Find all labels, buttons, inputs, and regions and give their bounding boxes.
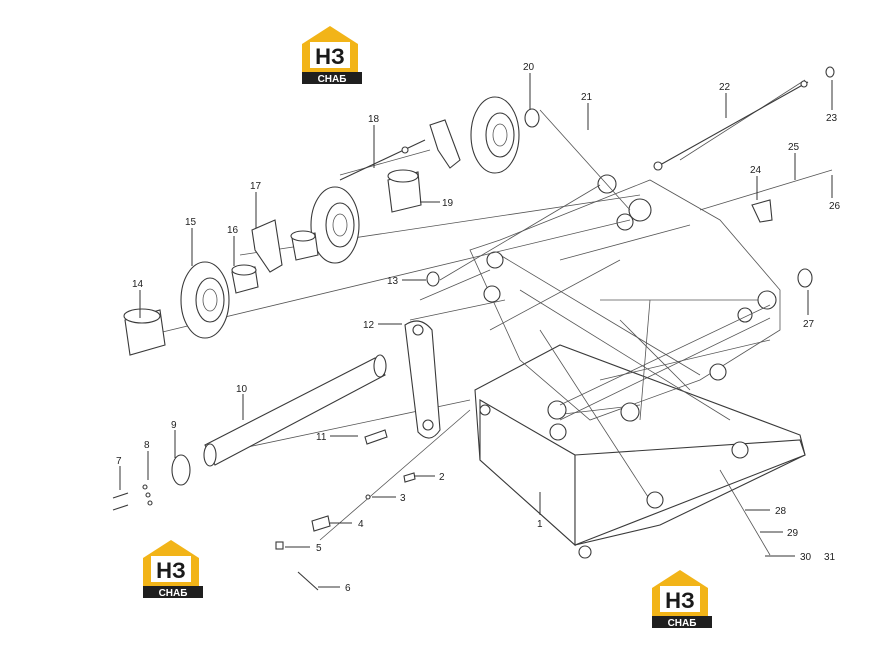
callout-3: 3	[400, 493, 406, 504]
callout-29: 29	[787, 528, 799, 539]
part-9-disc	[171, 454, 191, 486]
part-19-bushing	[387, 169, 422, 213]
callout-20: 20	[523, 62, 535, 73]
callout-8: 8	[144, 440, 150, 451]
logo-caption: СНАБ	[159, 588, 188, 599]
callout-9: 9	[171, 420, 177, 431]
callout-1: 1	[537, 519, 543, 530]
callout-2: 2	[439, 472, 445, 483]
callout-26: 26	[829, 201, 841, 212]
callout-28: 28	[775, 506, 787, 517]
callout-4: 4	[358, 519, 364, 530]
part-22-rod	[653, 80, 809, 171]
part-linkage	[429, 119, 461, 169]
part-23-washer	[825, 66, 835, 78]
logo-caption: СНАБ	[318, 74, 347, 85]
callout-27: 27	[803, 319, 815, 330]
callout-24: 24	[750, 165, 762, 176]
callout-22: 22	[719, 82, 731, 93]
part-16-spacer	[231, 264, 259, 294]
brand-logo-left: НЗ СНАБ	[143, 540, 203, 599]
callout-21: 21	[581, 92, 593, 103]
part-27-ring	[797, 268, 813, 288]
callout-10: 10	[236, 384, 248, 395]
part-11-pin	[364, 429, 388, 445]
part-12-arm	[404, 320, 441, 439]
callout-5: 5	[316, 543, 322, 554]
callout-14: 14	[132, 279, 144, 290]
callout-labels: 1 2 3 4 5 6 7 8 9 10 11 12 13 14 15 16 1…	[116, 62, 841, 594]
main-frame	[469, 174, 806, 559]
leader-lines	[119, 73, 833, 588]
logo-mark: НЗ	[156, 558, 186, 583]
logo-mark: НЗ	[665, 588, 695, 613]
part-10-tube	[203, 354, 387, 467]
logo-mark: НЗ	[315, 44, 345, 69]
part-18-rod	[339, 139, 426, 181]
part-14-bushing	[123, 308, 166, 356]
callout-17: 17	[250, 181, 262, 192]
part-24-clip	[751, 199, 773, 223]
callout-23: 23	[826, 113, 838, 124]
part-flange-middle	[310, 186, 360, 264]
callout-25: 25	[788, 142, 800, 153]
part-flange-upper	[470, 96, 520, 174]
callout-16: 16	[227, 225, 239, 236]
part-5-nut	[275, 541, 284, 550]
callout-7: 7	[116, 456, 122, 467]
callout-11: 11	[316, 432, 327, 443]
part-4-fitting	[311, 515, 331, 532]
part-3-pin	[365, 494, 371, 500]
callout-19: 19	[442, 198, 454, 209]
logo-caption: СНАБ	[668, 618, 697, 629]
callout-18: 18	[368, 114, 380, 125]
callout-12: 12	[363, 320, 375, 331]
part-15-flange-disc	[180, 261, 230, 339]
callout-13: 13	[387, 276, 399, 287]
part-13-ring	[426, 271, 440, 287]
part-spacer-upper	[290, 230, 319, 261]
callout-30: 30	[800, 552, 812, 563]
part-7-8-fasteners	[112, 484, 153, 511]
part-20-ring	[524, 108, 540, 128]
part-17-plate	[251, 219, 283, 273]
callout-15: 15	[185, 217, 197, 228]
callout-31: 31	[824, 552, 836, 563]
brand-logo-top: НЗ СНАБ	[302, 26, 362, 85]
part-2-sleeve	[403, 472, 416, 483]
brand-logo-bottom: НЗ СНАБ	[652, 570, 712, 629]
part-6-bolt	[297, 571, 319, 591]
callout-6: 6	[345, 583, 351, 594]
axis-lines	[149, 79, 833, 556]
